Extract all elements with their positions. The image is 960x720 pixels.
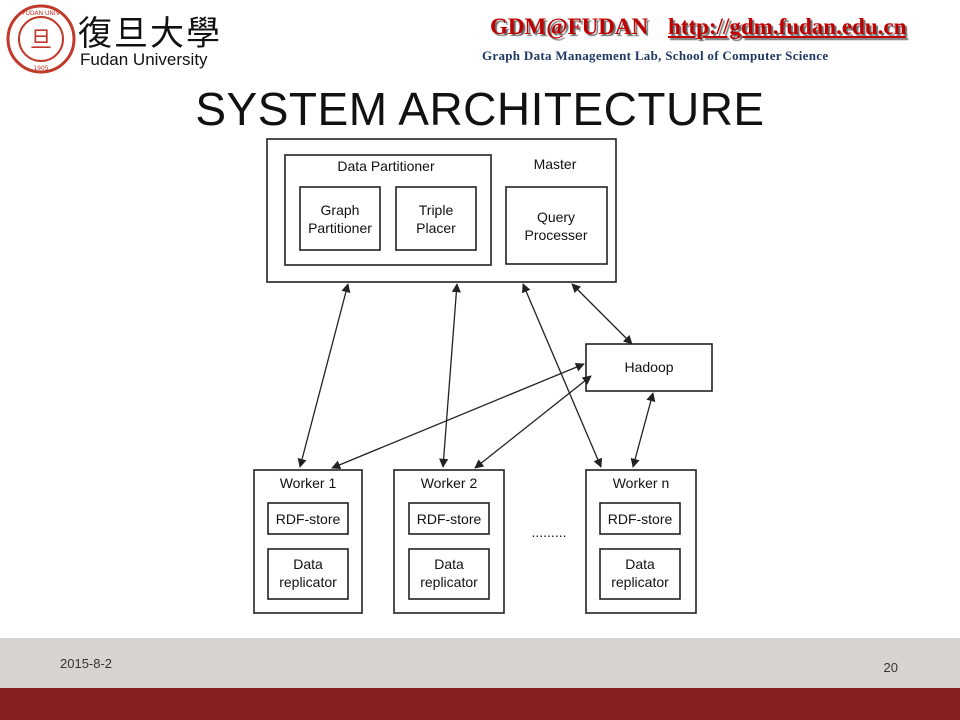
arrow-hadoop-worker2	[474, 375, 592, 469]
worker-1-node: Worker 1 RDF-store Data replicator	[253, 469, 363, 614]
worker-n-node: Worker n RDF-store Data replicator	[585, 469, 697, 614]
master-label: Master	[534, 156, 577, 172]
arrow-hadoop-workern	[630, 392, 656, 468]
worker-1-label: Worker 1	[280, 475, 337, 491]
worker-2-replicator-label-line1: Data	[434, 556, 464, 572]
worker-n-label: Worker n	[613, 475, 670, 491]
worker-ellipsis: .........	[531, 524, 566, 540]
footer-bar	[0, 638, 960, 688]
worker-n-replicator-label-line2: replicator	[611, 574, 669, 590]
svg-text:FUDAN UNIV: FUDAN UNIV	[22, 10, 61, 17]
arrow-master-worker1	[297, 283, 351, 468]
graph-partitioner-label-line2: Partitioner	[308, 220, 372, 236]
hadoop-node: Hadoop	[585, 343, 713, 392]
university-name-english: Fudan University	[80, 50, 208, 69]
worker-2-label: Worker 2	[421, 475, 478, 491]
lab-subtitle: Graph Data Management Lab, School of Com…	[482, 48, 829, 63]
worker-2-rdf-store-label: RDF-store	[417, 511, 482, 527]
lab-name: GDM@FUDAN	[490, 14, 649, 39]
query-processer-node: Query Processer	[505, 186, 608, 265]
graph-partitioner-label-line1: Graph	[321, 202, 360, 218]
hadoop-label: Hadoop	[624, 359, 673, 375]
worker-2-replicator-box	[408, 548, 490, 600]
worker-1-replicator-box	[267, 548, 349, 600]
slide-title: SYSTEM ARCHITECTURE	[195, 83, 765, 135]
triple-placer-node: Triple Placer	[395, 186, 477, 251]
query-processer-label-line2: Processer	[524, 227, 587, 243]
graph-partitioner-node: Graph Partitioner	[299, 186, 381, 251]
worker-1-replicator-label-line2: replicator	[279, 574, 337, 590]
page-number: 20	[883, 660, 898, 675]
arrow-hadoop-worker1	[331, 362, 585, 470]
data-partitioner-label: Data Partitioner	[337, 158, 435, 174]
svg-text:1905: 1905	[33, 65, 48, 72]
worker-n-replicator-label-line1: Data	[625, 556, 655, 572]
university-name-chinese: 復旦大學	[78, 14, 222, 54]
fudan-seal-logo: 旦 FUDAN UNIV 1905	[6, 4, 76, 74]
worker-n-rdf-store-label: RDF-store	[608, 511, 673, 527]
worker-2-node: Worker 2 RDF-store Data replicator	[393, 469, 505, 614]
lab-url-link[interactable]: http://gdm.fudan.edu.cn	[668, 14, 907, 39]
worker-n-replicator-box	[599, 548, 681, 600]
worker-2-rdf-store-box	[408, 502, 490, 535]
svg-text:旦: 旦	[30, 28, 52, 53]
bottom-accent-bar	[0, 688, 960, 720]
triple-placer-label-line1: Triple	[419, 202, 454, 218]
worker-n-rdf-store-box	[599, 502, 681, 535]
arrow-master-worker2	[439, 283, 461, 468]
worker-2-replicator-label-line2: replicator	[420, 574, 478, 590]
worker-1-replicator-label-line1: Data	[293, 556, 323, 572]
arrow-master-hadoop	[571, 283, 633, 345]
triple-placer-label-line2: Placer	[416, 220, 456, 236]
query-processer-label-line1: Query	[537, 209, 575, 225]
footer-date: 2015-8-2	[60, 656, 113, 671]
worker-1-rdf-store-box	[267, 502, 349, 535]
worker-1-rdf-store-label: RDF-store	[276, 511, 341, 527]
